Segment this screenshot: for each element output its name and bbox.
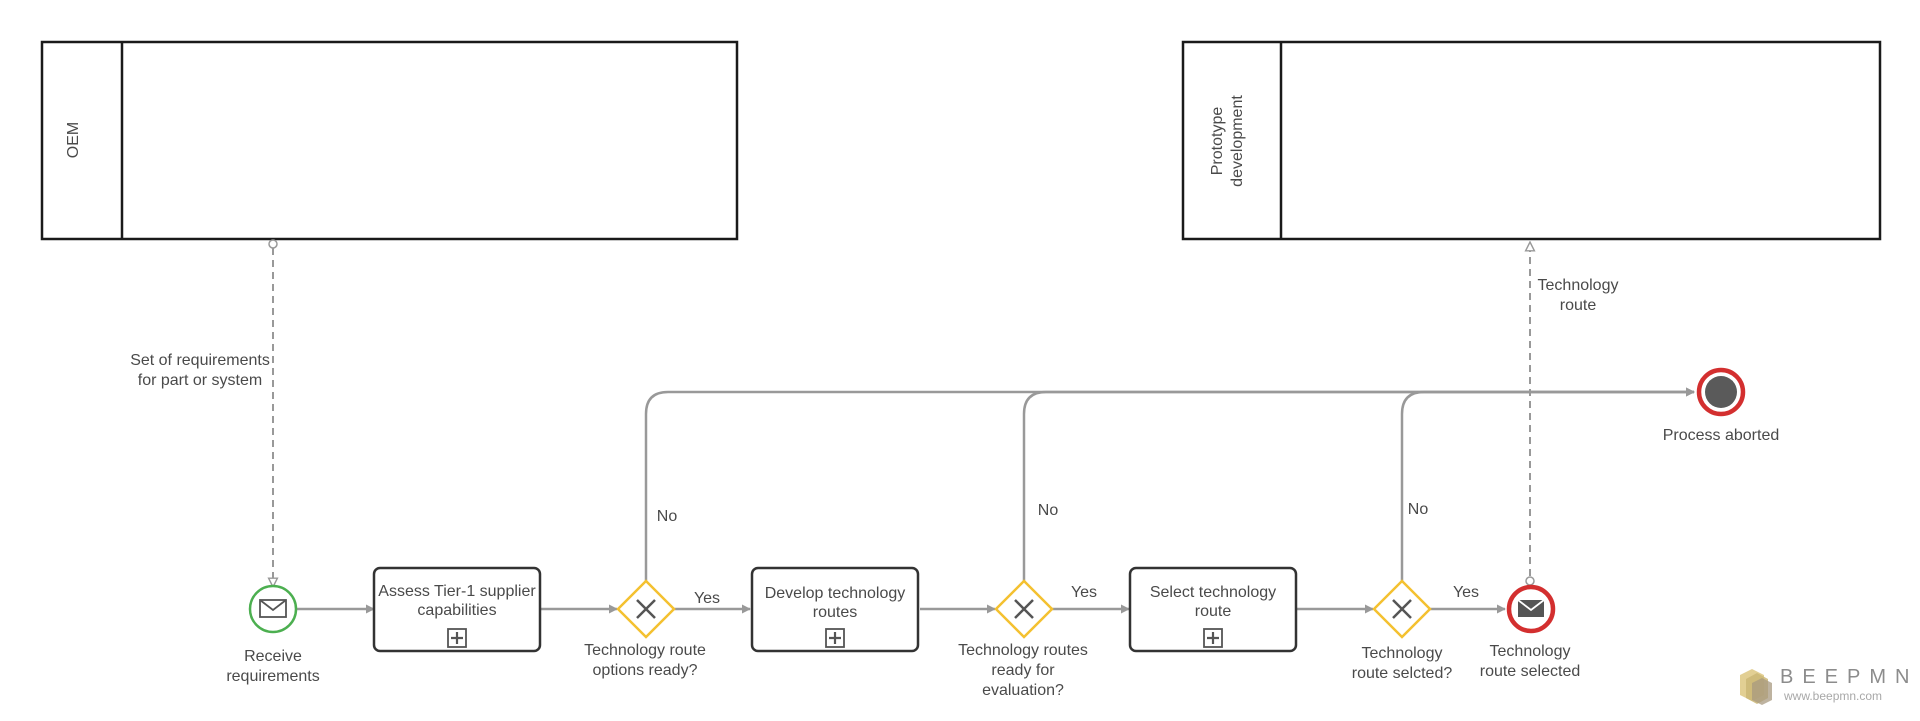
watermark-brand: BEEPMN: [1780, 666, 1918, 688]
end-event-technology-route-selected[interactable]: [1506, 584, 1556, 634]
x-icon: [1392, 599, 1412, 619]
end-event-selected-label-line1: Technology: [1490, 643, 1571, 660]
subprocess-plus-icon[interactable]: [447, 628, 467, 648]
flow-label-no-2: No: [1038, 502, 1059, 519]
pool-oem[interactable]: OEM: [40, 40, 739, 241]
message-requirements-label-line1: Set of requirements: [130, 352, 270, 369]
message-flow-requirements[interactable]: [269, 239, 277, 587]
end-event-selected-label-line2: route selected: [1480, 663, 1581, 680]
pool-prototype-label-line2: development: [1229, 95, 1246, 187]
subprocess-plus-icon[interactable]: [825, 628, 845, 648]
pool-prototype-development[interactable]: Prototype development: [1181, 40, 1882, 241]
task-assess-supplier-capabilities[interactable]: Assess Tier-1 supplier capabilities: [372, 566, 542, 653]
gateway2-label-line3: evaluation?: [982, 682, 1064, 699]
flow-label-yes-3: Yes: [1453, 584, 1479, 601]
x-icon: [1014, 599, 1034, 619]
flow-label-no-3: No: [1408, 501, 1429, 518]
envelope-filled-icon: [1517, 599, 1545, 617]
task-assess-label-line1: Assess Tier-1 supplier: [378, 583, 536, 600]
beepmn-logo-icon: [1740, 669, 1772, 705]
gateway1-label-line2: options ready?: [593, 662, 698, 679]
end-event-aborted-label: Process aborted: [1663, 427, 1780, 444]
flow-label-yes-1: Yes: [694, 590, 720, 607]
flow-label-yes-2: Yes: [1071, 584, 1097, 601]
x-icon: [636, 599, 656, 619]
start-event-label-line1: Receive: [244, 648, 302, 665]
message-flow-technology-route[interactable]: [1526, 242, 1534, 586]
task-develop-technology-routes[interactable]: Develop technology routes: [750, 566, 920, 653]
envelope-icon: [259, 599, 287, 618]
start-event-receive-requirements[interactable]: [248, 584, 298, 634]
beepmn-watermark: BEEPMN www.beepmn.com: [1740, 666, 1918, 705]
message-route-label-line2: route: [1560, 297, 1597, 314]
task-select-label-line1: Select technology: [1150, 584, 1276, 601]
gateway-route-options-ready[interactable]: [616, 579, 676, 639]
sequence-flows: [297, 387, 1695, 614]
watermark-url: www.beepmn.com: [1783, 689, 1882, 703]
gateway3-label-line1: Technology: [1362, 645, 1443, 662]
start-event-label-line2: requirements: [226, 668, 319, 685]
task-develop-label-line1: Develop technology: [765, 585, 906, 602]
subprocess-plus-icon[interactable]: [1203, 628, 1223, 648]
gateway2-label-line1: Technology routes: [958, 642, 1088, 659]
gateway1-label-line1: Technology route: [584, 642, 706, 659]
flow-label-no-1: No: [657, 508, 678, 525]
gateway3-label-line2: route selcted?: [1352, 665, 1453, 682]
flow-gateway2-no[interactable]: [1022, 387, 1695, 581]
pool-oem-label: OEM: [65, 122, 82, 158]
flow-gateway3-no[interactable]: [1400, 387, 1695, 581]
gateway-routes-ready-for-evaluation[interactable]: [994, 579, 1054, 639]
message-route-label-line1: Technology: [1538, 277, 1619, 294]
task-assess-label-line2: capabilities: [417, 602, 496, 619]
gateway2-label-line2: ready for: [991, 662, 1055, 679]
pool-prototype-label-line1: Prototype: [1209, 107, 1226, 176]
flow-gateway1-no[interactable]: [644, 387, 1695, 581]
end-event-process-aborted[interactable]: [1696, 367, 1746, 417]
message-requirements-label-line2: for part or system: [138, 372, 262, 389]
task-develop-label-line2: routes: [813, 604, 857, 621]
task-select-technology-route[interactable]: Select technology route: [1128, 566, 1298, 653]
task-select-label-line2: route: [1195, 603, 1232, 620]
gateway-route-selected[interactable]: [1372, 579, 1432, 639]
